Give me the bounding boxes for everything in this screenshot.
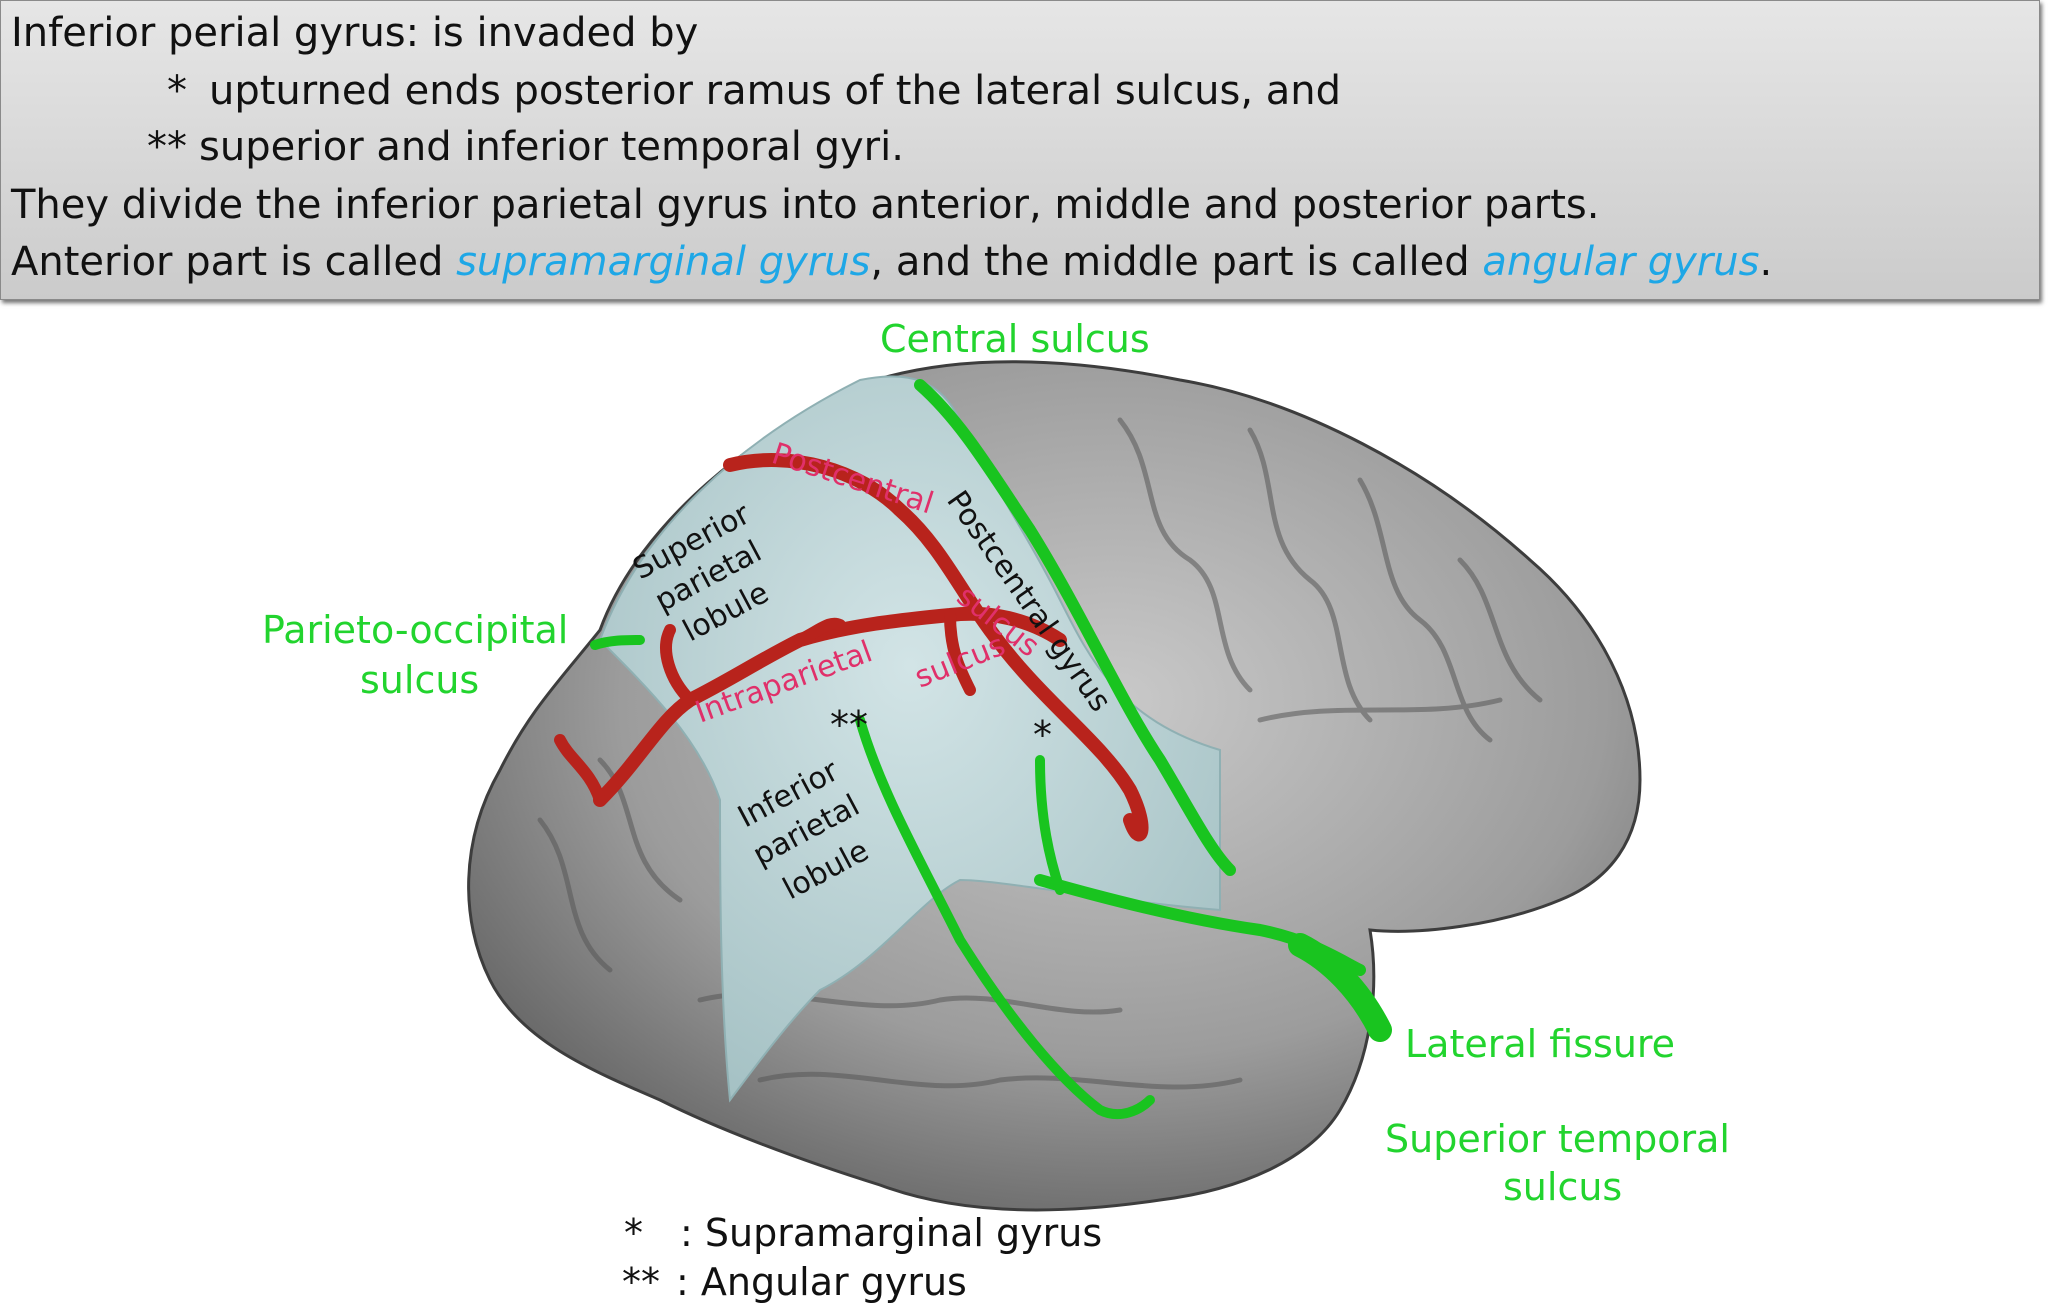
legend-row1-text: : Supramarginal gyrus	[680, 1211, 1102, 1255]
label-parieto-occipital-2: sulcus	[360, 658, 479, 702]
double-asterisk: **	[147, 124, 187, 170]
term-angular-gyrus: angular gyrus	[1482, 239, 1760, 285]
upturned-posterior-ramus-line	[1035, 755, 1065, 895]
text-line-5: Anterior part is called supramarginal gy…	[11, 242, 1772, 282]
label-lateral-fissure: Lateral fissure	[1405, 1022, 1675, 1066]
text-line-5-c: .	[1759, 239, 1773, 285]
text-line-5-b: , and the middle part is called	[870, 239, 1483, 285]
single-asterisk: *	[167, 68, 187, 114]
legend-row2-symbol: **	[622, 1260, 660, 1304]
red-sulci	[554, 453, 1149, 842]
brain-diagram: Central sulcus Parieto-occipital sulcus …	[262, 317, 1730, 1304]
central-sulcus-line	[914, 379, 1236, 876]
superior-temporal-sulcus-line	[855, 715, 1155, 1120]
parieto-occipital-green-line	[590, 635, 645, 650]
intraparietal-branch-1	[660, 624, 696, 706]
label-superior-temporal-2: sulcus	[1503, 1165, 1622, 1209]
gyri-texture	[537, 417, 1543, 1090]
legend: * : Supramarginal gyrus ** : Angular gyr…	[622, 1211, 1102, 1304]
parieto-occipital-red-line	[554, 734, 606, 806]
text-line-1: Inferior perial gyrus: is invaded by	[11, 10, 699, 56]
text-line-2: * upturned ends posterior ramus of the la…	[11, 71, 1341, 111]
postcentral-sulcus-line	[723, 453, 1149, 842]
intraparietal-branch-2	[794, 617, 846, 646]
label-parieto-occipital-1: Parieto-occipital	[262, 608, 568, 652]
text-line-3-body: superior and inferior temporal gyri.	[199, 124, 904, 170]
lateral-fissure-wide	[1288, 933, 1392, 1042]
text-line-5-a: Anterior part is called	[11, 239, 457, 285]
text-line-2-body: upturned ends posterior ramus of the lat…	[209, 68, 1342, 114]
text-line-4: They divide the inferior parietal gyrus …	[11, 182, 1600, 228]
intraparietal-branch-3	[944, 609, 976, 696]
legend-row2-text: : Angular gyrus	[676, 1260, 967, 1304]
term-supramarginal-gyrus: supramarginal gyrus	[456, 239, 871, 285]
green-sulci	[590, 379, 1392, 1120]
marker-double-asterisk: **	[830, 703, 868, 747]
text-line-3: ** superior and inferior temporal gyri.	[11, 127, 904, 167]
text-box: Inferior perial gyrus: is invaded by * up…	[0, 0, 2040, 300]
label-superior-temporal-1: Superior temporal	[1385, 1117, 1730, 1161]
legend-row1-symbol: *	[624, 1211, 643, 1255]
marker-single-asterisk: *	[1033, 713, 1052, 757]
label-central-sulcus: Central sulcus	[880, 317, 1150, 361]
